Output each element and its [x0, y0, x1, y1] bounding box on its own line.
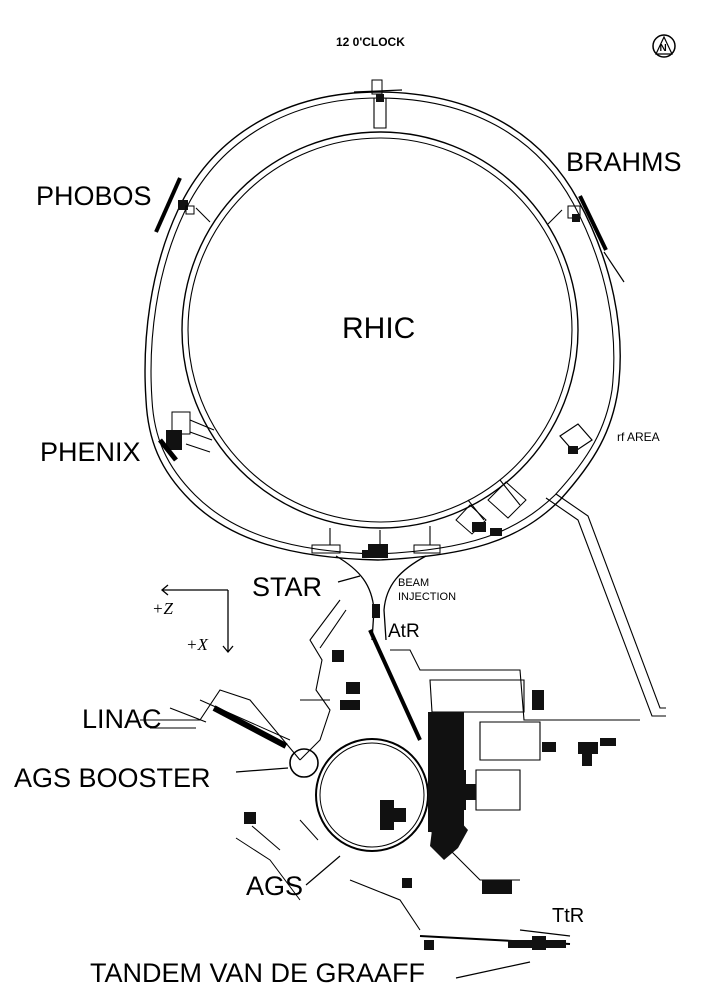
tandem-label: TANDEM VAN DE GRAAFF: [90, 958, 425, 988]
north-label: N: [660, 43, 667, 54]
brahms-detector: [567, 195, 625, 283]
ring-service-buildings: [455, 481, 527, 536]
coordinate-axes: [160, 584, 234, 654]
rhic-label: RHIC: [342, 312, 415, 345]
north-compass-icon: N: [652, 34, 676, 58]
phobos-label: PHOBOS: [36, 181, 152, 211]
small-roads: [235, 819, 319, 901]
ags-ring: [315, 738, 429, 852]
phobos-detector: [154, 177, 195, 233]
beam-label: BEAM: [398, 577, 429, 589]
ring-connectors: [185, 98, 563, 545]
ags-complex-outline: [140, 599, 640, 931]
ags-booster-ring: [289, 748, 319, 778]
tandem-van-de-graaff: [508, 936, 566, 950]
linac-label: LINAC: [82, 704, 162, 734]
linac: [199, 699, 291, 749]
rhic-inner-ring: [181, 131, 579, 529]
plus-z-label: +Z: [152, 599, 173, 618]
phenix-detector: [158, 411, 191, 462]
experimental-halls: [244, 650, 616, 894]
ttr-label: TtR: [552, 905, 584, 927]
brahms-label: BRAHMS: [566, 147, 682, 177]
plus-x-label: +X: [186, 635, 208, 654]
ags-label: AGS: [246, 871, 303, 901]
twelve-oclock-hall: [353, 79, 403, 102]
rf-area: [559, 423, 593, 454]
atr-label: AtR: [388, 621, 420, 642]
ags-booster-label: AGS BOOSTER: [14, 763, 211, 793]
star-detector: [311, 544, 441, 558]
atr-transfer-line: [368, 604, 422, 741]
injection-label: INJECTION: [398, 591, 456, 603]
star-label: STAR: [252, 572, 322, 602]
rf-area-label: rf AREA: [617, 430, 660, 444]
phenix-label: PHENIX: [40, 437, 141, 467]
service-road-east: [545, 493, 666, 717]
twelve-oclock-label: 12 0'CLOCK: [336, 35, 405, 49]
